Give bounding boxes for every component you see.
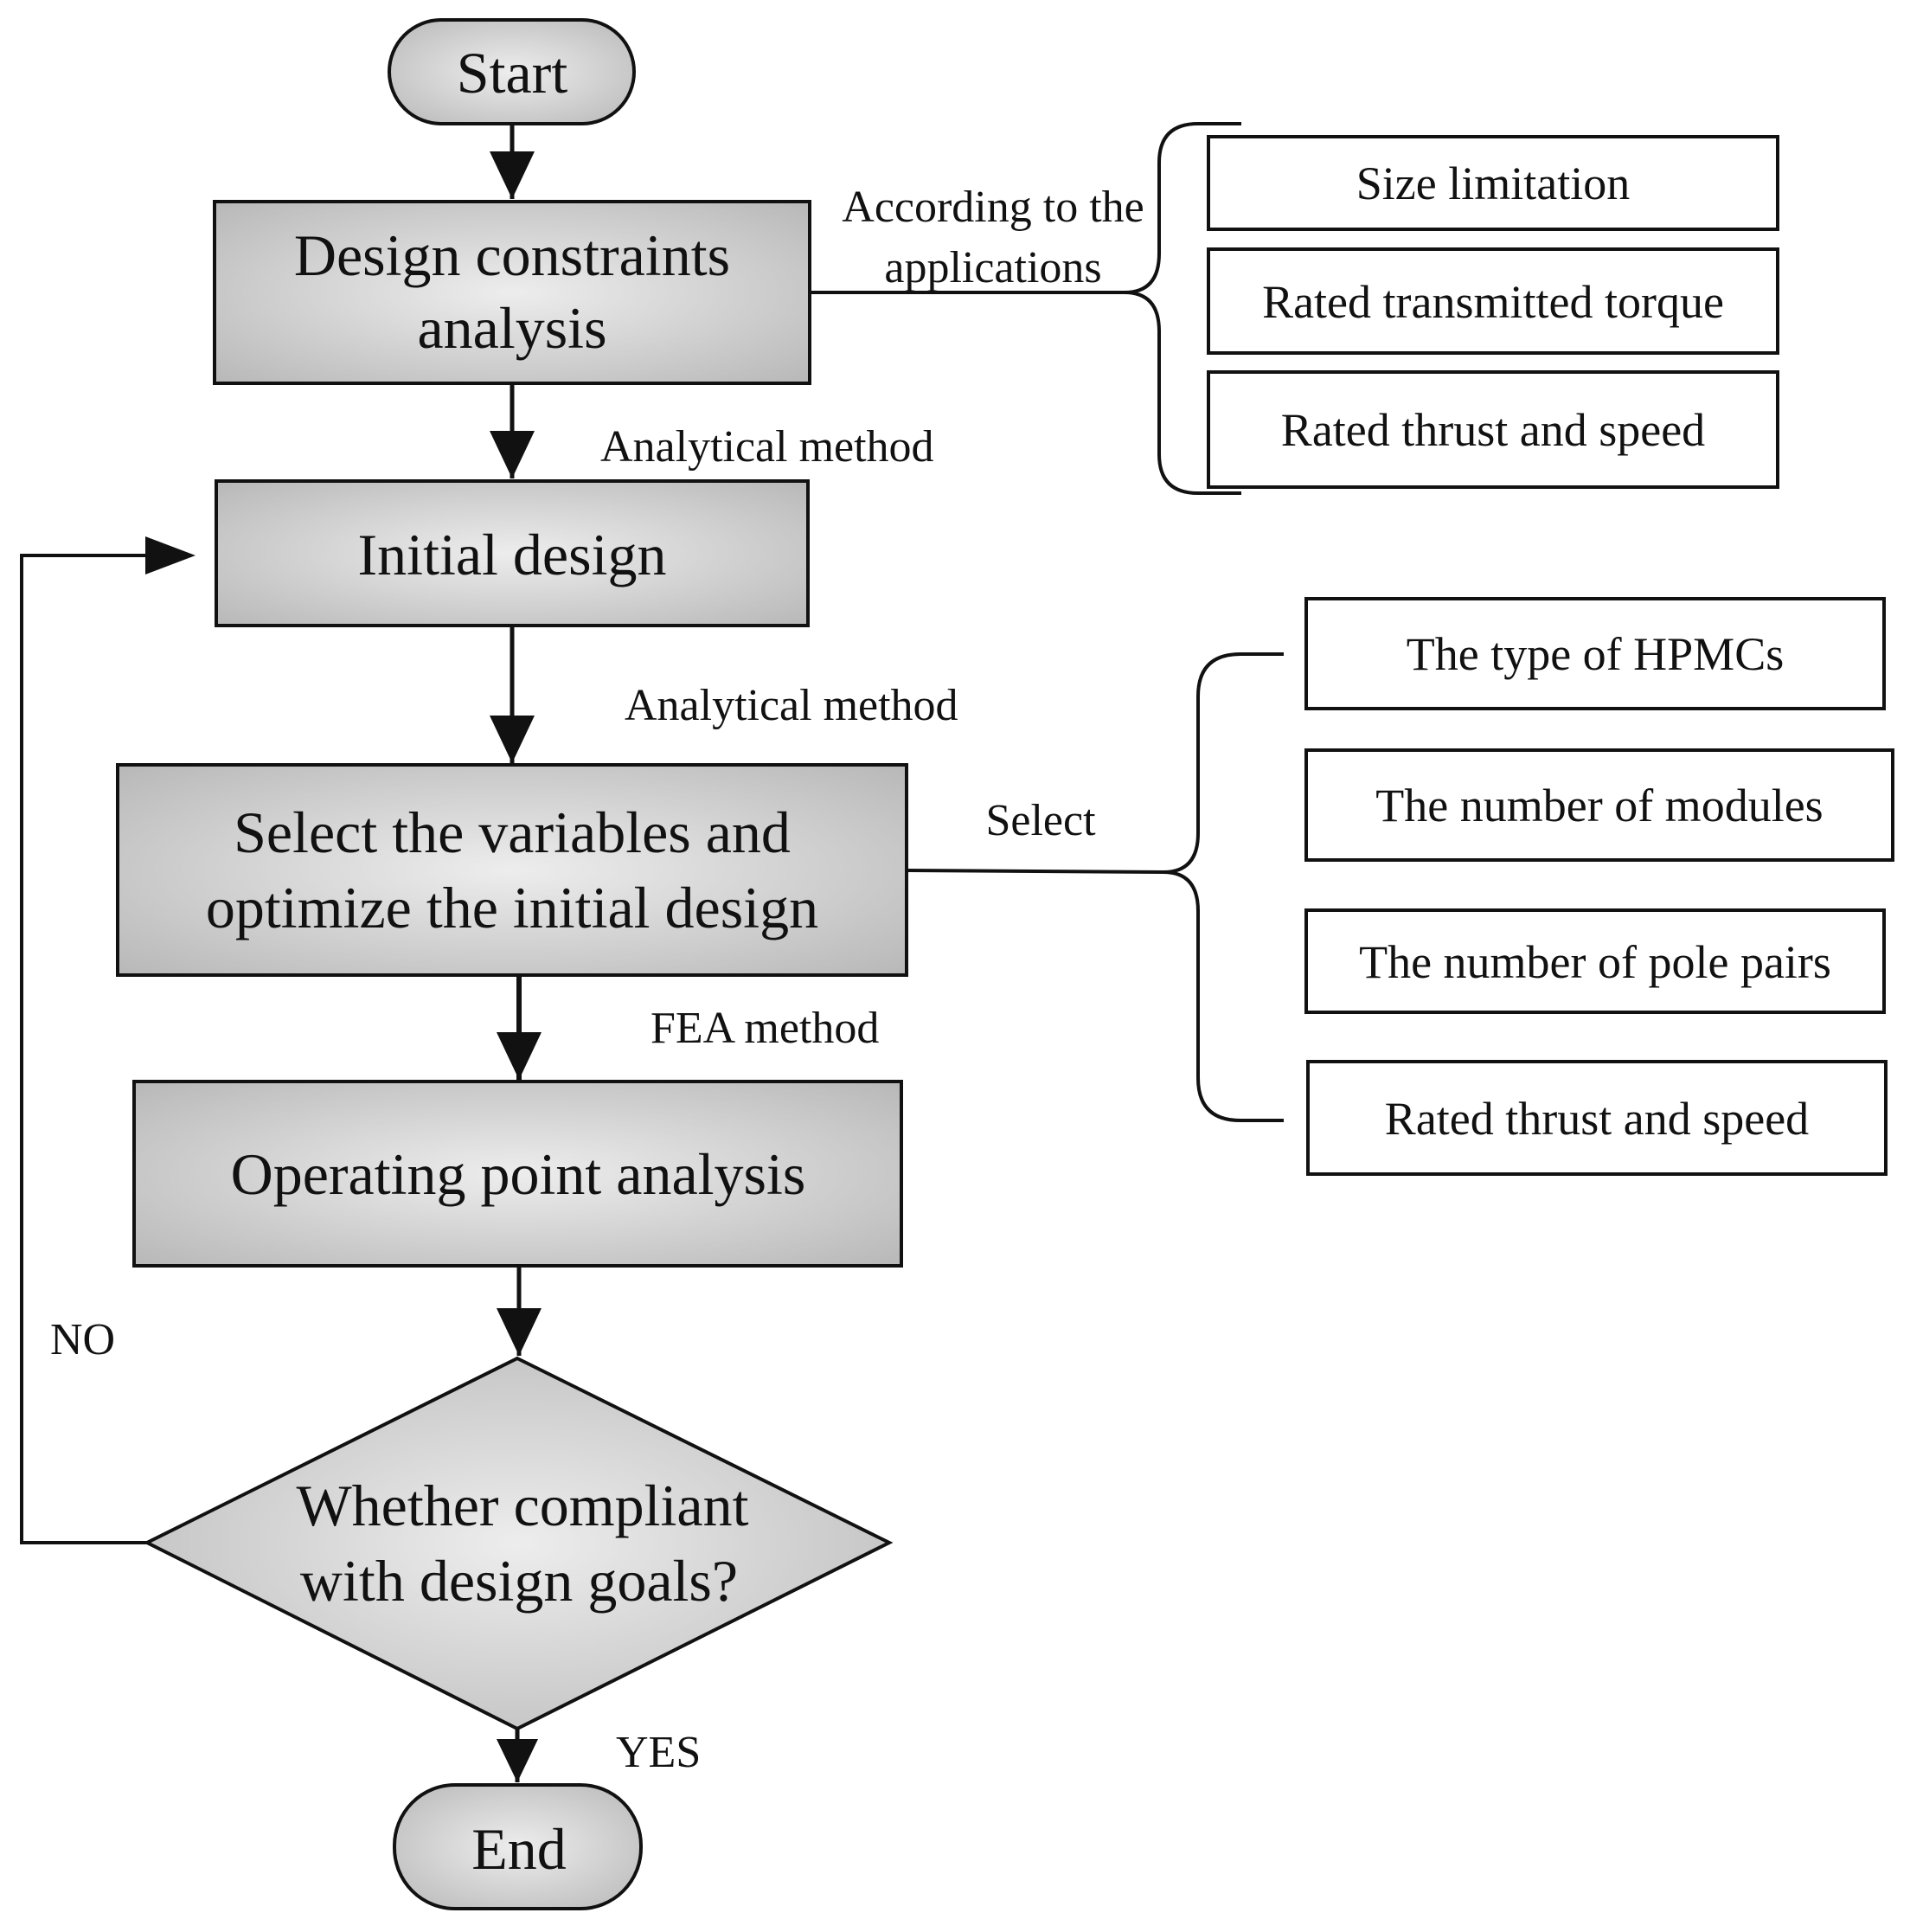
analytical-label-2: Analytical method [625,681,958,730]
constraint-item-size: Size limitation [1207,135,1779,231]
yes-label: YES [616,1728,701,1777]
variable-item-type: The type of HPMCs [1304,597,1886,710]
end-terminal: End [393,1783,643,1910]
design-constraints-box: Design constraints analysis [213,200,811,385]
svg-text:The type of HPMCs: The type of HPMCs [1407,628,1784,680]
design-constraints-line1: Design constraints [294,222,730,288]
variable-item-modules: The number of modules [1304,748,1894,862]
select-variables-line1: Select the variables and [234,799,791,865]
fea-label: FEA method [651,1004,879,1053]
variables-connector [906,869,1164,874]
decision-line2: with design goals? [300,1548,738,1614]
start-terminal: Start [388,18,636,125]
select-variables-line2: optimize the initial design [206,875,818,940]
constraint-item-thrust: Rated thrust and speed [1207,370,1779,489]
initial-design-box: Initial design [215,479,810,627]
according-label-line2: applications [884,243,1101,292]
constraint-item-torque: Rated transmitted torque [1207,247,1779,355]
svg-text:Rated thrust and speed: Rated thrust and speed [1281,404,1705,456]
svg-text:Rated transmitted torque: Rated transmitted torque [1262,276,1724,328]
arrow-no-loop [20,536,195,1544]
arrow-initial-to-select [490,626,535,763]
arrow-constraints-to-initial [490,383,535,478]
decision-diamond: Whether compliant with design goals? [143,1356,894,1731]
variable-item-pole-pairs: The number of pole pairs [1304,908,1886,1014]
arrow-yes-to-end [497,1729,538,1782]
start-label: Start [457,40,568,106]
design-constraints-line2: analysis [417,295,606,361]
select-label: Select [985,796,1096,845]
analytical-label-1: Analytical method [600,422,934,472]
no-label: NO [50,1315,115,1364]
arrow-select-to-operating [497,975,542,1080]
arrow-operating-to-decision [497,1266,542,1356]
svg-text:Rated thrust and speed: Rated thrust and speed [1385,1093,1809,1145]
decision-line1: Whether compliant [296,1473,748,1538]
constraints-brace [1124,122,1241,495]
svg-text:The number of pole pairs: The number of pole pairs [1359,936,1831,988]
according-label-line1: According to the [842,183,1144,232]
operating-point-box: Operating point analysis [132,1080,903,1268]
select-variables-box: Select the variables and optimize the in… [116,763,908,977]
svg-text:Size limitation: Size limitation [1356,157,1630,209]
end-label: End [471,1816,567,1882]
variables-brace [1163,652,1284,1122]
arrow-start-to-constraints [490,124,535,199]
variable-item-thrust: Rated thrust and speed [1306,1060,1888,1176]
initial-design-label: Initial design [358,522,667,587]
svg-text:The number of modules: The number of modules [1375,780,1823,831]
operating-point-label: Operating point analysis [231,1141,806,1207]
